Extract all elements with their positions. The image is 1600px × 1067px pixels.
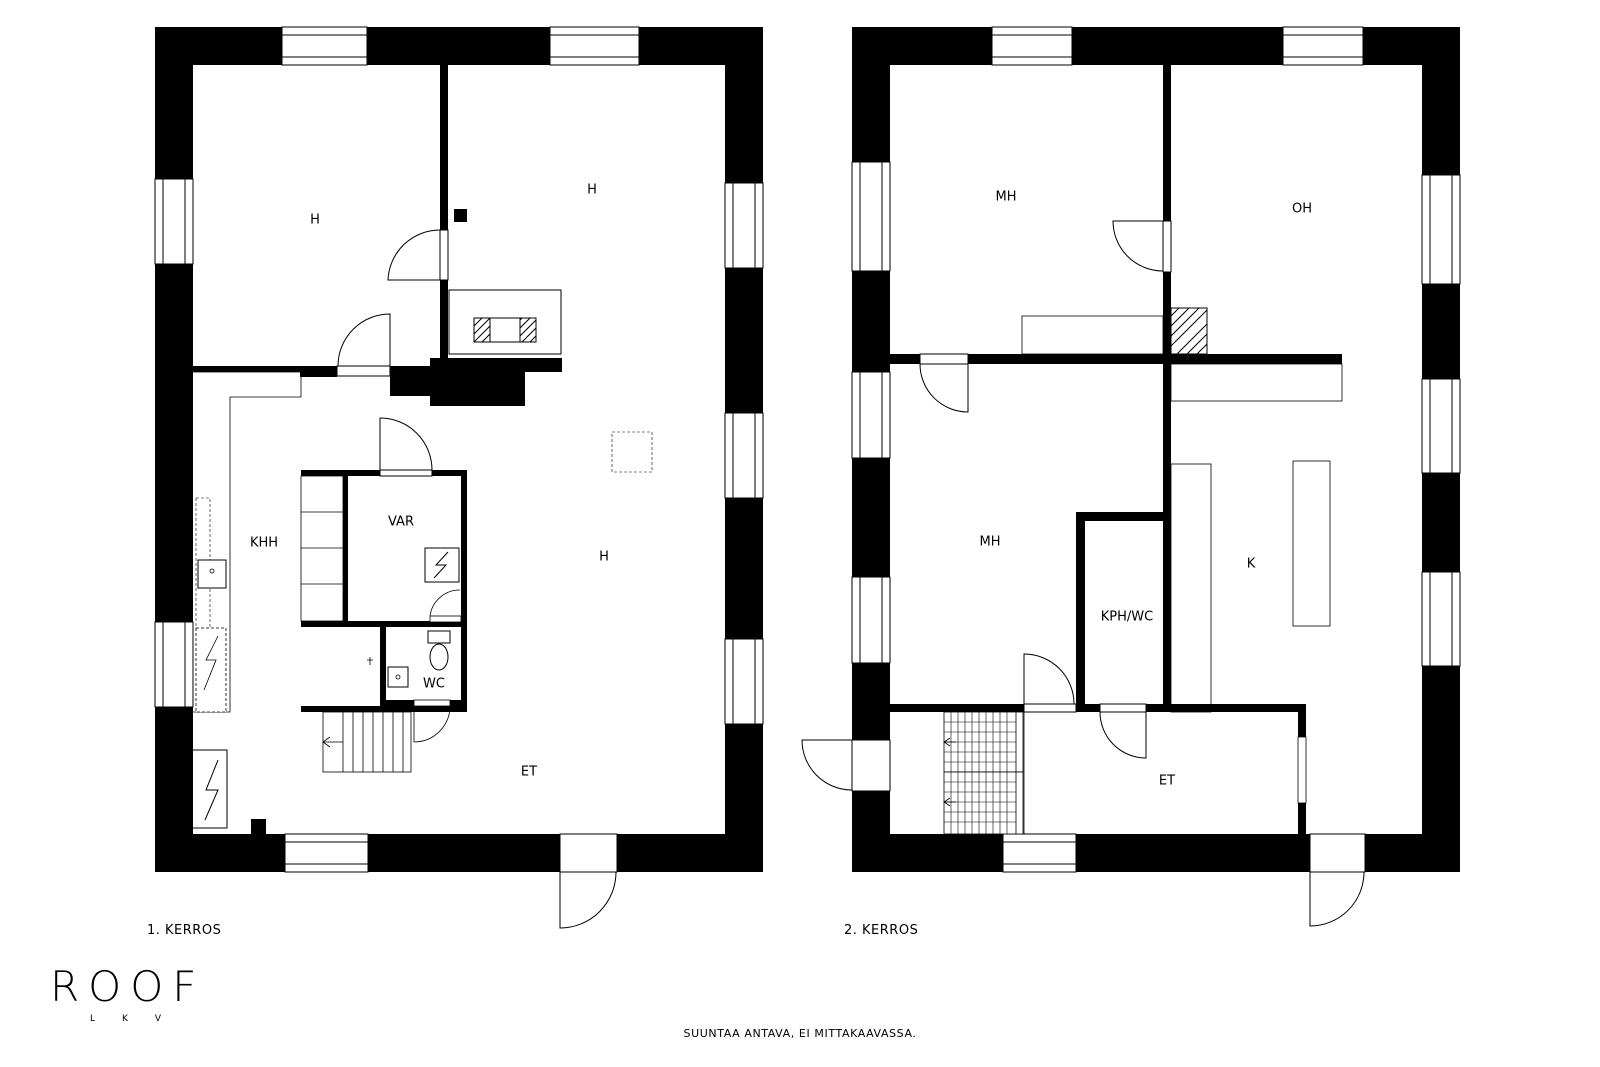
room-label-oh: OH xyxy=(1292,202,1312,217)
wc-sink xyxy=(387,666,409,688)
floor-2-exterior-walls xyxy=(852,27,1460,872)
window xyxy=(1421,378,1461,474)
window xyxy=(724,412,764,499)
room-label-h: H xyxy=(587,183,597,198)
kitchen-island xyxy=(1292,460,1331,627)
scale-disclaimer: SUUNTAA ANTAVA, EI MITTAKAAVASSA. xyxy=(683,1027,917,1040)
window xyxy=(851,371,891,459)
door-swing xyxy=(919,363,969,413)
room-label-kph-wc: KPH/WC xyxy=(1101,610,1153,625)
window xyxy=(549,26,640,66)
room-label-wc: WC xyxy=(423,677,445,692)
floor-1-title: 1. KERROS xyxy=(147,923,221,938)
door-swing xyxy=(1112,220,1164,272)
window xyxy=(281,26,368,66)
room-label-h: H xyxy=(599,550,609,565)
sink xyxy=(197,559,227,589)
entrance-door xyxy=(559,871,617,929)
window xyxy=(851,161,891,272)
floor-1-plan xyxy=(154,26,764,929)
interior-wall xyxy=(1163,65,1171,221)
window xyxy=(154,621,194,708)
window xyxy=(724,182,764,269)
door-swing xyxy=(387,229,441,281)
door-swing xyxy=(379,417,433,471)
room-label-khh: KHH xyxy=(250,536,278,551)
window xyxy=(991,26,1073,66)
room-label-mh: MH xyxy=(980,535,1001,550)
room-label-k: K xyxy=(1247,557,1256,572)
interior-wall xyxy=(193,366,301,372)
door-swing xyxy=(413,705,451,743)
room-label-mh: MH xyxy=(996,190,1017,205)
window xyxy=(1002,833,1077,873)
window xyxy=(724,638,764,725)
heater xyxy=(186,749,228,829)
floor-1-exterior-walls xyxy=(155,27,763,872)
floor-2-title: 2. KERROS xyxy=(844,923,918,938)
toilet xyxy=(427,630,451,644)
interior-wall xyxy=(440,280,448,358)
window xyxy=(284,833,369,873)
window xyxy=(1282,26,1364,66)
floor-2-room-labels: MH OH MH KPH/WC K ET xyxy=(980,190,1313,789)
roof-logo-subtitle: LKV xyxy=(90,1014,189,1024)
door-swing xyxy=(1023,653,1075,705)
room-label-et: ET xyxy=(1159,774,1175,789)
kitchen-counter xyxy=(1170,463,1212,713)
room-label-h: H xyxy=(310,213,320,228)
room-label-et: ET xyxy=(521,765,537,780)
side-door xyxy=(801,739,853,791)
floor-2-plan xyxy=(801,26,1461,927)
door-swing xyxy=(1099,711,1147,759)
door-swing xyxy=(337,313,391,367)
window xyxy=(1421,174,1461,285)
balcony-door xyxy=(1309,871,1365,927)
window xyxy=(851,576,891,664)
floor-1-room-labels: H H KHH VAR H WC ET xyxy=(250,183,609,780)
room-label-var: VAR xyxy=(388,515,414,530)
interior-wall xyxy=(440,65,448,280)
window xyxy=(1421,571,1461,667)
roof-logo: ROOF xyxy=(50,962,206,1011)
window xyxy=(154,178,194,265)
